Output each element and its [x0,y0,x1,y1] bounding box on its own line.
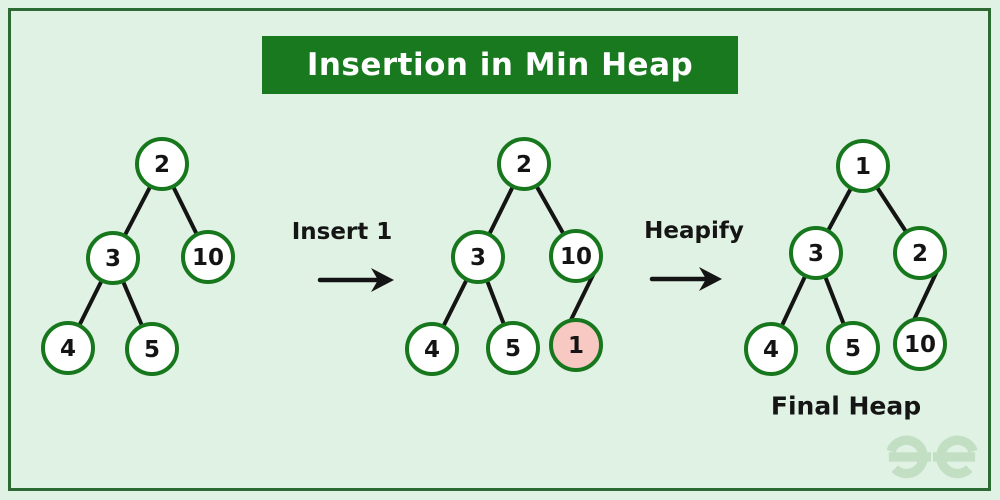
tree-node-1 [549,318,603,372]
tree-node-3 [789,226,843,280]
title-banner: Insertion in Min Heap [262,36,738,94]
tree-node-label: 10 [560,244,592,270]
tree-node-10 [181,230,235,284]
tree-node-label: 1 [855,154,871,180]
insert-arrow-label: Insert 1 [291,219,393,245]
arrow [317,268,394,292]
tree-node-5 [125,322,179,376]
tree-node-label: 2 [154,152,170,178]
tree-node-label: 2 [912,241,928,267]
final-heap-caption: Final Heap [770,391,922,421]
arrow [649,267,722,291]
arrow-head-icon [371,268,394,292]
tree-node-label: 1 [568,333,584,359]
tree-node-4 [744,322,798,376]
tree-node-label: 2 [516,152,532,178]
geeksforgeeks-logo [886,435,978,479]
tree-node-5 [826,321,880,375]
tree-node-10 [549,229,603,283]
tree-node-3 [451,230,505,284]
tree-node-4 [41,321,95,375]
tree-node-label: 4 [424,337,440,363]
tree-node-label: 4 [763,337,779,363]
tree-final-heap: 1 3 2 4 5 10 [744,139,947,376]
tree-node-5 [486,321,540,375]
tree-node-2 [497,137,551,191]
tree-node-label: 10 [904,332,936,358]
tree-node-label: 4 [60,336,76,362]
tree-node-3 [86,231,140,285]
tree-node-label: 3 [470,245,486,271]
tree-node-label: 10 [192,245,224,271]
tree-after-insert: 2 3 10 4 5 1 [405,137,603,376]
outer-frame [8,8,991,491]
tree-node-label: 3 [808,241,824,267]
tree-node-4 [405,322,459,376]
tree-node-2 [135,137,189,191]
tree-node-2 [893,226,947,280]
tree-edge [910,267,940,326]
tree-node-label: 5 [845,336,861,362]
tree-node-label: 5 [144,337,160,363]
arrow-head-icon [699,267,722,291]
page-title: Insertion in Min Heap [306,47,694,83]
tree-node-label: 5 [505,336,521,362]
tree-node-label: 3 [105,246,121,272]
tree-initial-heap: 2 3 10 4 5 [41,137,235,376]
tree-node-1 [836,139,890,193]
heapify-arrow-label: Heapify [644,218,744,244]
tree-node-10 [893,317,947,371]
